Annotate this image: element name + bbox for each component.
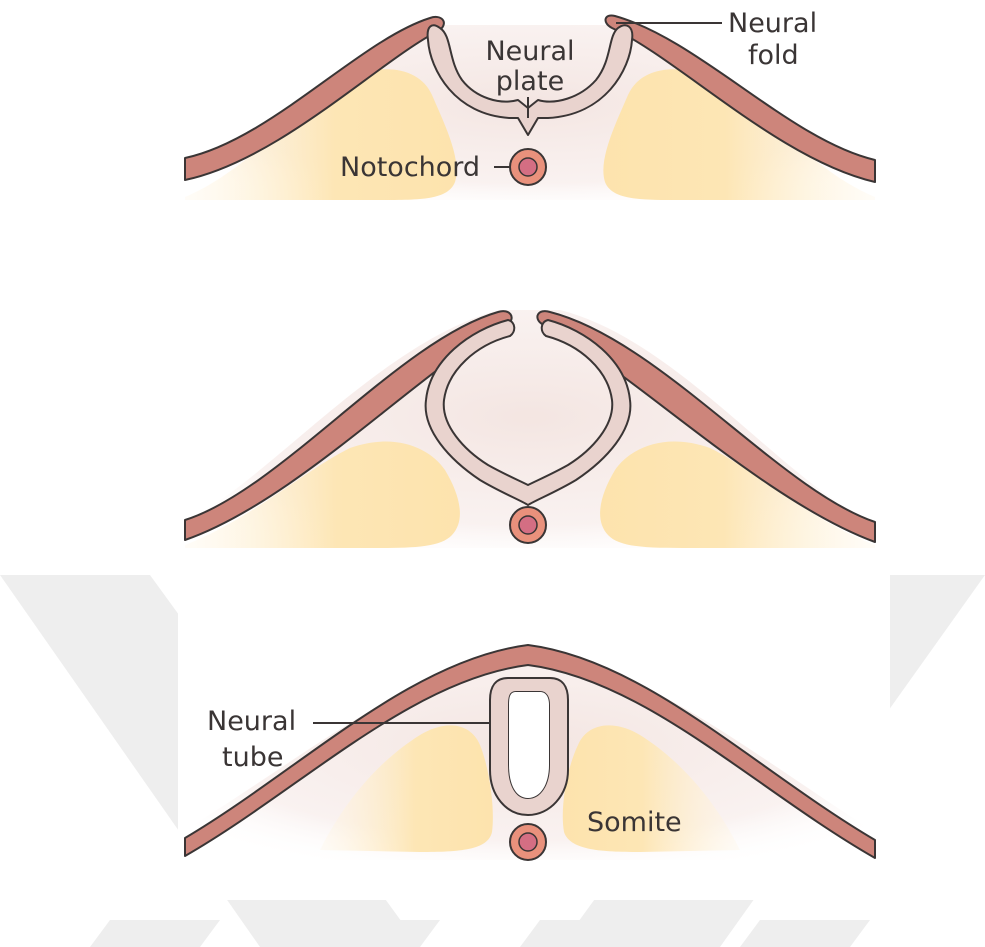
label-notochord: Notochord	[340, 152, 480, 183]
label-neural-tube-line1: Neural	[207, 706, 296, 737]
label-neural-fold-line2: fold	[748, 40, 799, 71]
notochord-core	[519, 516, 537, 534]
label-neural-plate-line1: Neural	[485, 36, 574, 67]
watermark-stripe	[90, 920, 220, 947]
watermark-stripe	[520, 920, 650, 947]
label-somite: Somite	[587, 807, 682, 838]
watermark-stripe	[740, 920, 870, 947]
stage-neural-folds-converging	[185, 310, 875, 548]
stage-neural-plate: Neural plate Neural fold Notochord	[185, 8, 875, 200]
notochord-core	[519, 158, 537, 176]
label-neural-fold-line1: Neural	[728, 8, 817, 39]
label-neural-plate-line2: plate	[496, 66, 564, 97]
watermark-stripe	[310, 920, 440, 947]
neural-tube-lumen	[509, 692, 549, 798]
notochord-core	[519, 833, 537, 851]
label-neural-tube-line2: tube	[222, 742, 283, 773]
